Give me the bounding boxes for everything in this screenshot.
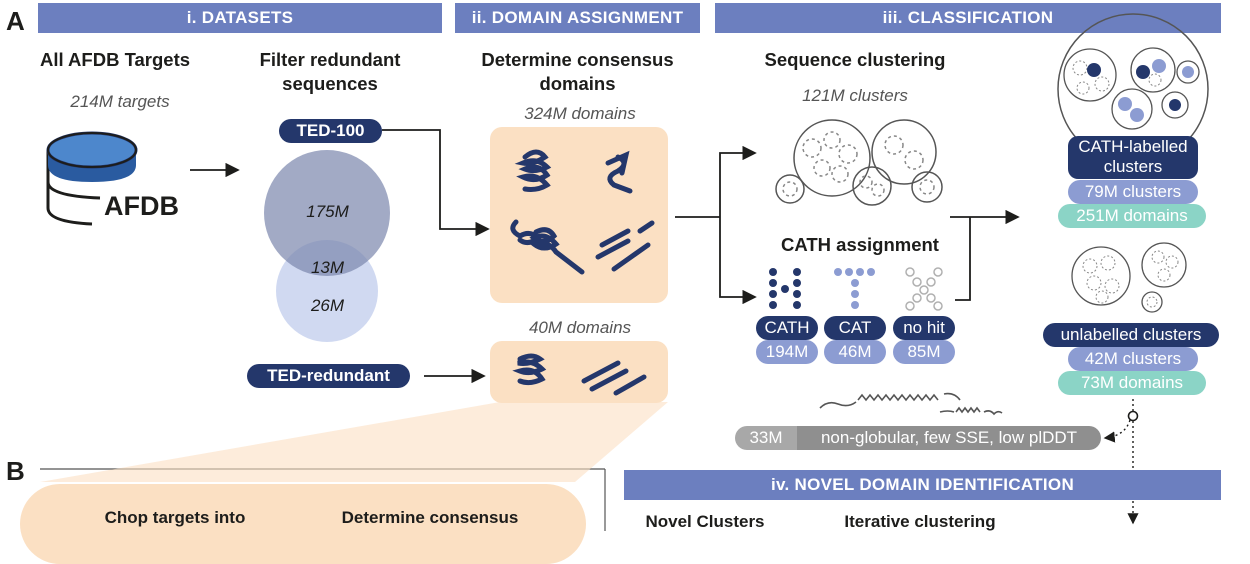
diagram-graphics [40, 13, 1209, 531]
cath-icon [769, 268, 801, 309]
iterative-clustering-title: Iterative clustering [844, 512, 996, 531]
cat-label: CAT [824, 316, 886, 340]
clustering-count: 121M clusters [802, 86, 908, 105]
consensus-domain-count: 324M domains [524, 104, 636, 123]
filter-title: Filter redundant sequences [235, 48, 425, 96]
nonglobular-label: non-globular, few SSE, low plDDT [797, 426, 1101, 450]
novel-clusters-title: Novel Clusters [645, 512, 765, 531]
header-novel-domain-identification: iv. NOVEL DOMAIN IDENTIFICATION [624, 470, 1221, 500]
determine-consensus-title: Determine consensus [341, 508, 519, 527]
cath-labelled-line2: clusters [1103, 157, 1163, 176]
no-hit-label: no hit [893, 316, 955, 340]
cath-labelled-line1: CATH-labelled [1078, 137, 1188, 156]
labelled-clusters-icon [1057, 13, 1209, 165]
no-hit-icon [905, 267, 943, 311]
database-icon [46, 131, 138, 226]
header-domain-assignment: ii. DOMAIN ASSIGNMENT [455, 3, 700, 33]
consensus-title: Determine consensus domains [470, 48, 685, 96]
cath-label: CATH [756, 316, 818, 340]
no-hit-count: 85M [893, 340, 955, 364]
unlabelled-domain-count: 73M domains [1058, 371, 1206, 395]
consensus-title-line2: domains [539, 73, 616, 94]
cath-labelled-clusters-label: CATH-labelled clusters [1068, 136, 1198, 179]
cat-count: 46M [824, 340, 886, 364]
filter-title-line2: sequences [282, 73, 378, 94]
protein-domains-icon [510, 149, 655, 275]
panel-a-letter: A [6, 6, 25, 36]
ted-100-badge: TED-100 [279, 119, 382, 143]
datasets-title: All AFDB Targets [39, 49, 191, 70]
cat-icon [834, 268, 875, 309]
consensus-title-line1: Determine consensus [481, 49, 674, 70]
panel-b-letter: B [6, 456, 25, 486]
labelled-cluster-count: 79M clusters [1068, 180, 1198, 204]
ted-redundant-badge: TED-redundant [247, 364, 410, 388]
redundant-domains-icon [512, 353, 647, 396]
nonglobular-chains-icon [819, 392, 1003, 416]
filter-title-line1: Filter redundant [259, 49, 401, 70]
datasets-count: 214M targets [70, 92, 170, 111]
cath-assignment-title: CATH assignment [781, 234, 939, 255]
chop-targets-title: Chop targets into [104, 508, 246, 527]
unlabelled-clusters-label: unlabelled clusters [1043, 323, 1219, 347]
venn-top-value: 175M [306, 202, 349, 221]
header-classification: iii. CLASSIFICATION [715, 3, 1221, 33]
nonglobular-count: 33M [735, 426, 797, 450]
labelled-domain-count: 251M domains [1058, 204, 1206, 228]
redundant-domain-count: 40M domains [528, 318, 632, 337]
clustering-title: Sequence clustering [764, 49, 946, 70]
venn-overlap-value: 13M [310, 258, 345, 277]
unlabelled-cluster-count: 42M clusters [1068, 347, 1198, 371]
consensus-domains-box [490, 127, 668, 303]
redundant-domains-box [490, 341, 668, 403]
afdb-label: AFDB [104, 191, 179, 221]
cluster-icon [775, 119, 943, 206]
venn-bottom-value: 26M [310, 296, 345, 315]
header-datasets: i. DATASETS [38, 3, 442, 33]
unlabelled-clusters-icon [1071, 242, 1187, 313]
cath-count: 194M [756, 340, 818, 364]
venn-diagram [264, 150, 390, 342]
